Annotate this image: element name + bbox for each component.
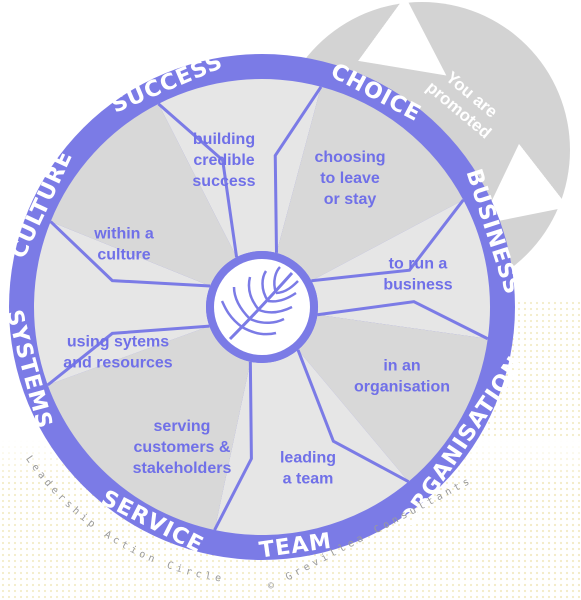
segment-wedge xyxy=(47,326,251,531)
segment-wedge xyxy=(311,199,490,339)
segment-label-line: and resources xyxy=(63,355,172,372)
segment-label-line: to leave xyxy=(320,170,380,187)
segments: building credible success choosing to leave o… xyxy=(34,79,490,535)
segment-divider xyxy=(157,102,239,258)
segment-label-line: organisation xyxy=(354,379,450,396)
segment-label-line: culture xyxy=(97,247,150,264)
segment-divider xyxy=(49,220,211,288)
segment-wedge xyxy=(214,349,409,535)
segment-label-line: serving xyxy=(154,418,211,435)
segment-label: to run a business xyxy=(383,256,452,294)
segment-label-line: success xyxy=(192,173,255,190)
segment-label: serving customers & stakeholders xyxy=(133,418,232,477)
segment-label-line: customers & xyxy=(134,439,231,456)
segment-wedge xyxy=(297,314,488,482)
segment-label: leading a team xyxy=(280,450,336,488)
segment-wedge xyxy=(34,221,211,385)
arrow-icon xyxy=(480,143,569,225)
segment-divider xyxy=(296,349,410,483)
grevillea-leaf-icon xyxy=(220,266,299,341)
segment-label-line: credible xyxy=(193,152,254,169)
segment-label: building credible success xyxy=(192,131,255,190)
segment-label: in an organisation xyxy=(354,358,450,396)
segment-label-line: using sytems xyxy=(67,334,169,351)
segment-wedge xyxy=(50,103,237,287)
segment-wedge xyxy=(158,79,322,258)
segment-divider xyxy=(317,300,489,341)
segment-label-line: choosing xyxy=(314,149,385,166)
segment-label-line: in an xyxy=(383,358,420,375)
segment-label-line: or stay xyxy=(324,191,377,208)
segment-label-line: building xyxy=(193,131,255,148)
segment-divider xyxy=(273,85,323,253)
segment-wedge xyxy=(276,86,464,281)
segment-label-line: stakeholders xyxy=(133,460,232,477)
segment-divider xyxy=(46,324,210,387)
segment-label: within a culture xyxy=(93,226,154,264)
segment-divider xyxy=(311,199,465,283)
segment-label-line: within a xyxy=(93,226,154,243)
segment-label: choosing to leave or stay xyxy=(314,149,385,208)
segment-divider xyxy=(213,361,253,531)
segment-label-line: leading xyxy=(280,450,336,467)
segment-label: using sytems and resources xyxy=(63,334,172,372)
segment-label-line: business xyxy=(383,277,452,294)
segment-label-line: to run a xyxy=(389,256,448,273)
center-emblem xyxy=(206,251,318,363)
segment-label-line: a team xyxy=(283,471,334,488)
arrow-icon xyxy=(358,0,447,76)
